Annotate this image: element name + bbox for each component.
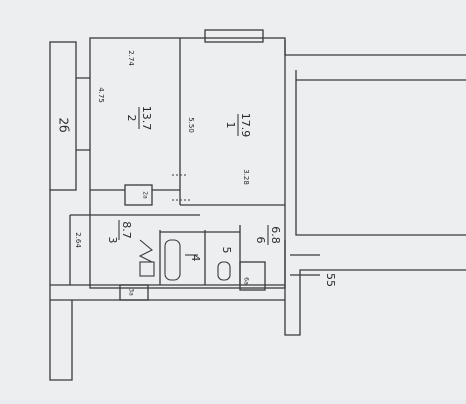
dim-room1-width: 3.28 (242, 169, 250, 185)
stair-outline (284, 240, 466, 336)
window-top (204, 29, 264, 43)
sink-icon (138, 239, 153, 263)
stair-steps (290, 254, 320, 276)
storage-2a (124, 184, 153, 206)
room-6a-label: 6а (243, 277, 250, 285)
room-1-area: 17.9 (239, 113, 252, 138)
room-6-area: 6.8 (269, 226, 282, 244)
room-2-area: 13.7 (140, 106, 153, 131)
toilet-icon (217, 261, 231, 281)
stove-icon (139, 261, 155, 277)
balcony-outline (49, 41, 77, 191)
room-3-area: 8.7 (120, 221, 133, 239)
outer-wall (89, 37, 286, 289)
room-6-number: 6 (254, 237, 267, 244)
room-1-number: 1 (224, 122, 237, 129)
room-5-number: 5 (220, 247, 233, 254)
room-3-number: 3 (106, 237, 119, 244)
storage-3a (119, 284, 149, 301)
fixtures (138, 239, 231, 281)
walls (49, 29, 466, 381)
room-2-number: 2 (125, 115, 138, 122)
room-2a-label: 2а (142, 191, 149, 199)
storage-6a (239, 261, 266, 291)
balcony-label: 2б (57, 117, 71, 132)
door-marks (172, 174, 190, 201)
bathtub-icon (164, 239, 181, 281)
dim-room2-length: 4.75 (97, 87, 105, 103)
room-3a-label: 3а (128, 288, 135, 296)
room-4-number: 4 (189, 255, 202, 262)
plan-labels: 17.91 13.72 8.73 4 5 6.86 2а 3а 6а 2б 55 2.74 4.75 5.… (57, 50, 338, 296)
building-outline-inner (295, 70, 466, 236)
building-outline-top (284, 40, 466, 56)
dim-room1-length: 5.50 (187, 117, 195, 133)
left-building-wall (49, 190, 73, 381)
building-number: 55 (324, 273, 337, 287)
balcony-connector (76, 77, 90, 151)
dim-room2-width: 2.74 (127, 50, 135, 66)
dim-room3-length: 2.64 (74, 232, 82, 248)
corridor-band (50, 284, 285, 301)
